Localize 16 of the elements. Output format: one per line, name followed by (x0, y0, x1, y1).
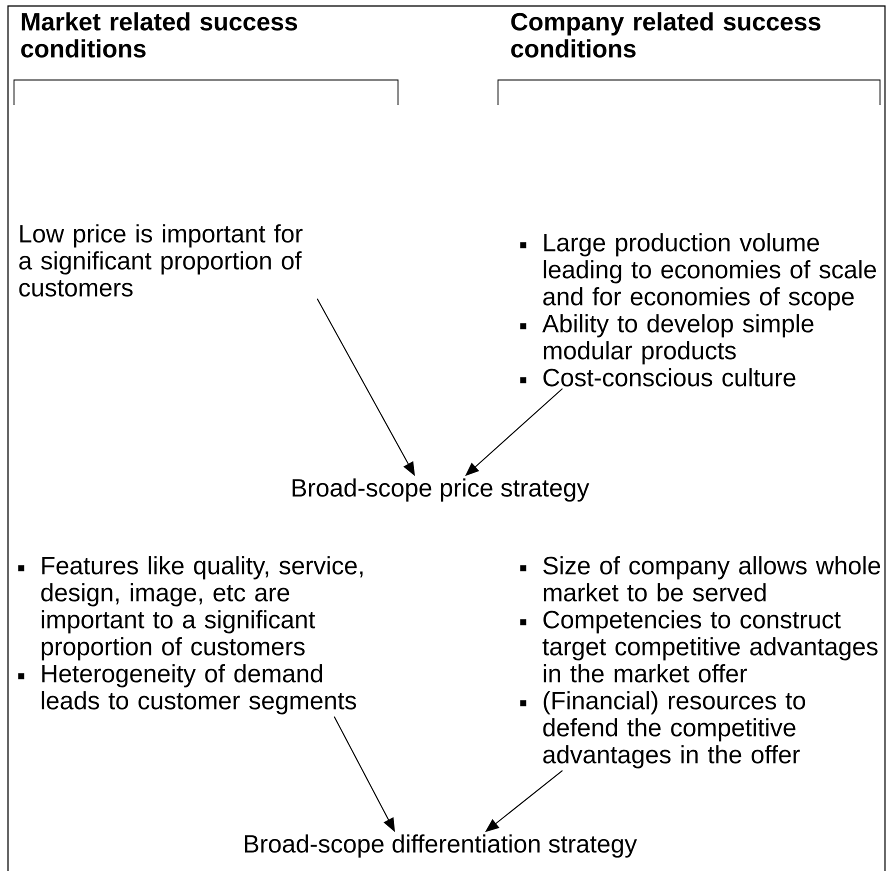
column-heading: Market related success conditions (21, 12, 298, 58)
bullet-list: Size of company allows whole market to be served Competencies to construct target competitive advantages in the market offer (Financial) resources to defend the competitive advantages in the offer (520, 556, 880, 768)
node-label: Ability to develop simple modular products (542, 314, 814, 364)
node-label: Heterogeneity of demand leads to customer segments (42, 664, 356, 714)
bullet-list: Large production volume leading to economies of scale and for economies of scope Ability to develop simple modular products Cost-conscious culture (520, 233, 876, 386)
bullet-list: Features like quality, service, design, image, etc are important to a significant proportion of customers Heterogeneity of demand leads to customer segments (18, 556, 363, 714)
node-label: Features like quality, service, design, image, etc are important to a significant proportion of customers (41, 556, 363, 660)
node-label: (Financial) resources to defend the competitive advantages in the offer (543, 691, 806, 768)
strategy-text: Broad-scope price strategy (292, 478, 590, 502)
condition-text: Low price is important for a significant proportion of customers (19, 224, 303, 297)
node-label: Large production volume leading to economies of scale and for economies of scope (543, 233, 876, 310)
node-label: Size of company allows whole market to be served (543, 556, 880, 602)
node-label: Competencies to construct target competitive advantages in the market offer (542, 610, 878, 682)
column-heading: Company related success conditions (511, 12, 820, 58)
strategy-text: Broad-scope differentiation strategy (244, 834, 637, 858)
node-label: Cost-conscious culture (543, 368, 796, 386)
